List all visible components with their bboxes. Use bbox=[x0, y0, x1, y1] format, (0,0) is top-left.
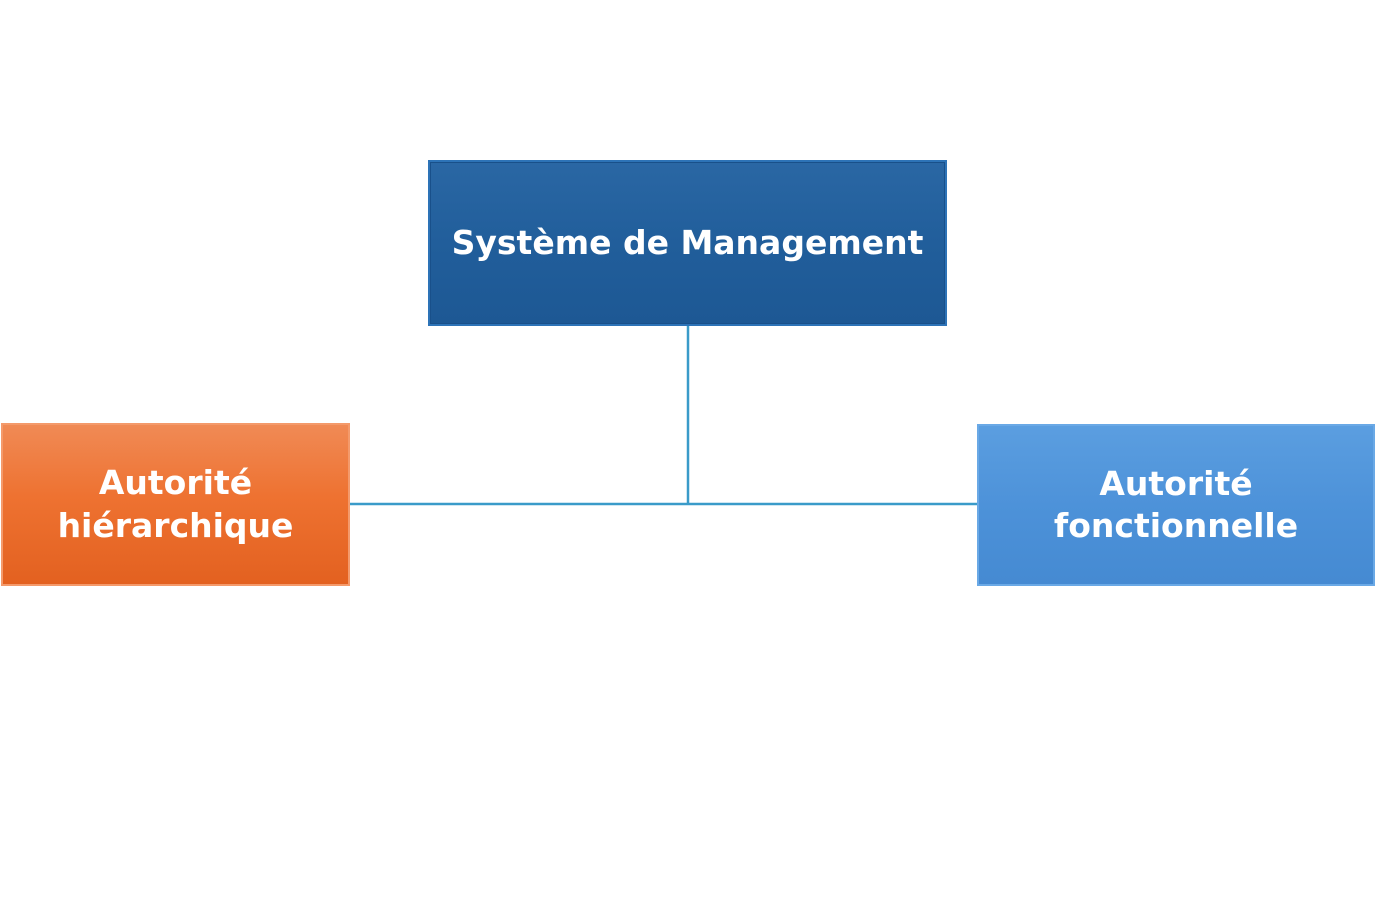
node-label-right: Autorité fonctionnelle bbox=[1054, 463, 1298, 547]
node-autorite-hierarchique: Autorité hiérarchique bbox=[1, 423, 350, 586]
node-label-right-line1: Autorité bbox=[1099, 463, 1253, 503]
node-label-left: Autorité hiérarchique bbox=[58, 462, 294, 546]
node-systeme-de-management: Système de Management bbox=[428, 160, 947, 326]
node-label-root: Système de Management bbox=[451, 222, 924, 262]
node-label-left-line2: hiérarchique bbox=[57, 505, 294, 545]
node-autorite-fonctionnelle: Autorité fonctionnelle bbox=[977, 424, 1375, 586]
node-label-right-line2: fonctionnelle bbox=[1053, 506, 1299, 545]
node-label-left-line1: Autorité bbox=[98, 463, 253, 503]
